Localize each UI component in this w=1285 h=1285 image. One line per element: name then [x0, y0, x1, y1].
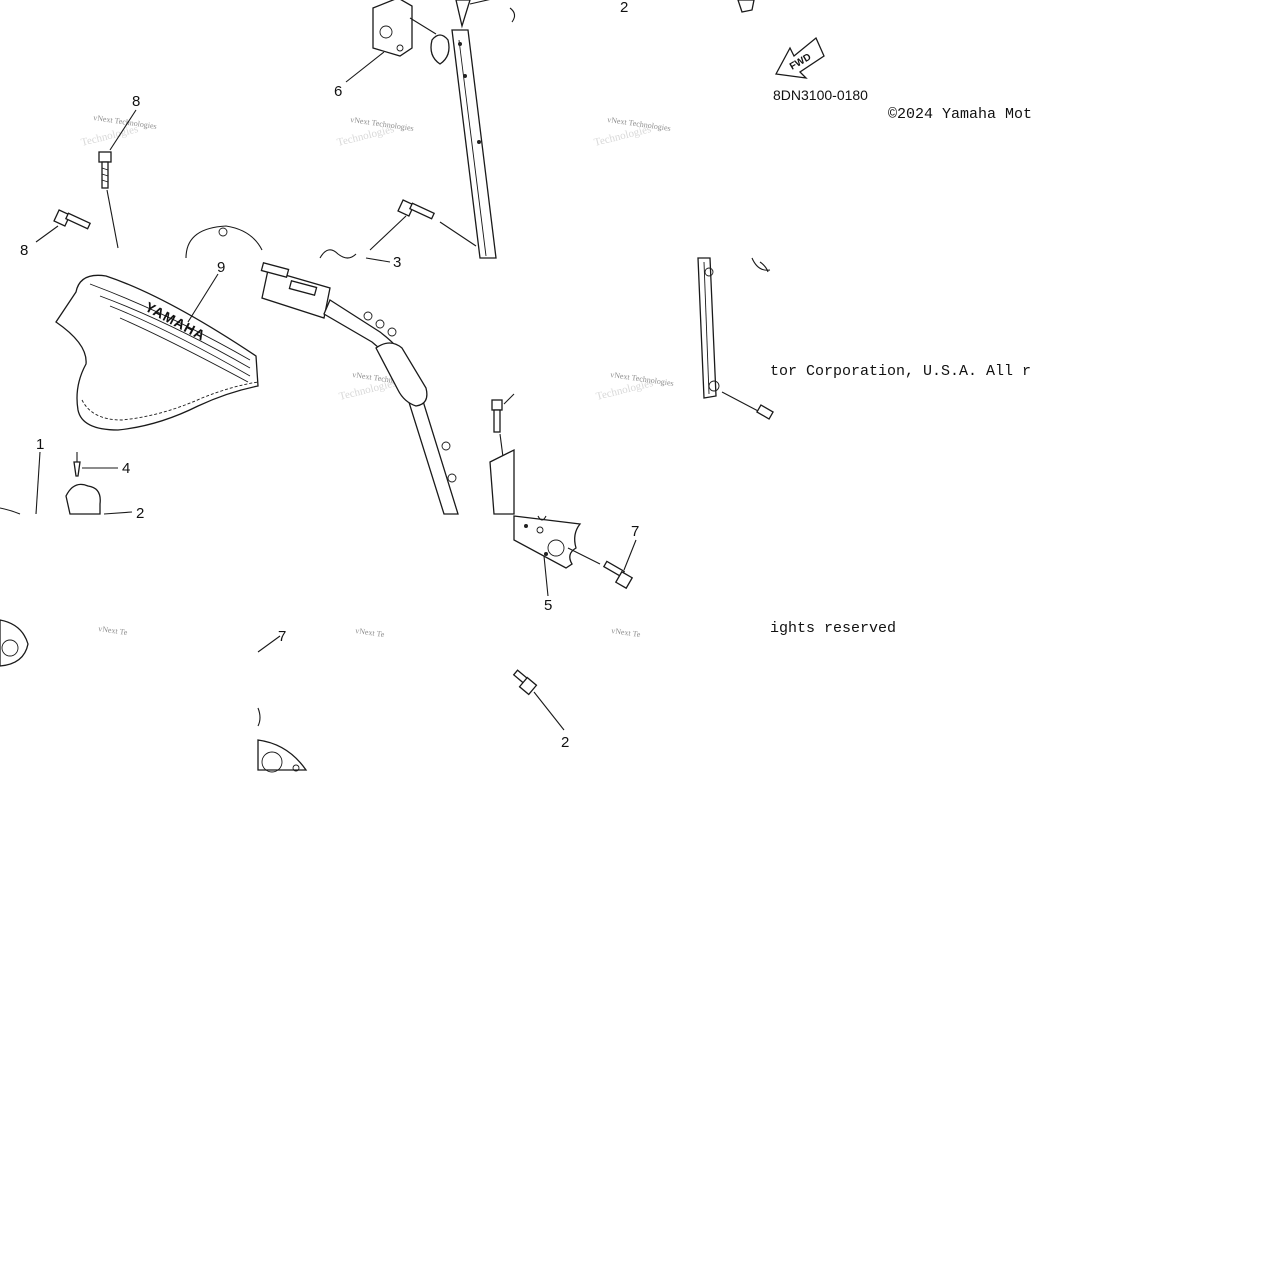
callout-7-left: 7	[278, 628, 286, 645]
seat-edge-fragment	[0, 619, 29, 667]
svg-text:vNext Te: vNext Te	[611, 626, 642, 639]
mounting-bracket	[372, 0, 450, 65]
bracket-fragment	[257, 739, 308, 771]
bolt-8-horizontal	[53, 209, 92, 230]
copyright-line-2: tor Corporation, U.S.A. All r	[770, 363, 1031, 380]
callout-5: 5	[544, 597, 552, 614]
frame-upright-tube	[451, 0, 516, 259]
watermark-tile: Technologies vNext Technologies	[593, 115, 671, 149]
callout-2-mid: 2	[136, 505, 144, 522]
watermark-tile: vNext Te	[98, 624, 129, 637]
bolt-vertical-mid	[491, 399, 503, 433]
clip-part	[65, 483, 101, 515]
bolt-8-vertical	[98, 151, 112, 189]
callout-8-left: 8	[20, 242, 28, 259]
bracket-plate	[489, 448, 515, 515]
bolt-7	[602, 560, 634, 590]
callout-1: 1	[36, 436, 44, 453]
callout-9: 9	[217, 259, 225, 276]
svg-text:vNext Te: vNext Te	[98, 624, 129, 637]
watermark-tile: Technologies vNext Technologies	[595, 370, 674, 403]
frame-tube-with-grip	[260, 261, 459, 515]
bolt-head-partial	[737, 0, 755, 13]
fwd-direction-arrow: FWD	[774, 36, 825, 79]
callout-3: 3	[393, 254, 401, 271]
watermark-tile: vNext Te	[611, 626, 642, 639]
bolt-3	[397, 199, 436, 220]
tube-bend	[185, 225, 263, 259]
part-code: 8DN3100-0180	[773, 87, 868, 103]
frame-rear-tube	[697, 257, 774, 420]
copyright-line-1: ©2024 Yamaha Mot	[888, 106, 1032, 123]
callout-2-bottom: 2	[561, 734, 569, 751]
callout-8-top: 8	[132, 93, 140, 110]
watermark-tile: Technologies vNext Technologies	[80, 113, 157, 149]
rivet-4	[73, 452, 81, 477]
watermark-tile: vNext Te	[355, 626, 386, 639]
callout-7-right: 7	[631, 523, 639, 540]
callout-6: 6	[334, 83, 342, 100]
bracket-5	[513, 515, 582, 569]
bolt-2-bottom	[512, 669, 538, 696]
seat: YAMAHA	[55, 274, 259, 431]
watermark-tile: Technologies vNext Technologies	[336, 115, 414, 149]
svg-text:vNext Te: vNext Te	[355, 626, 386, 639]
copyright-line-3: ights reserved	[770, 620, 896, 637]
callout-4: 4	[122, 460, 130, 477]
callout-2-top: 2	[620, 0, 628, 16]
